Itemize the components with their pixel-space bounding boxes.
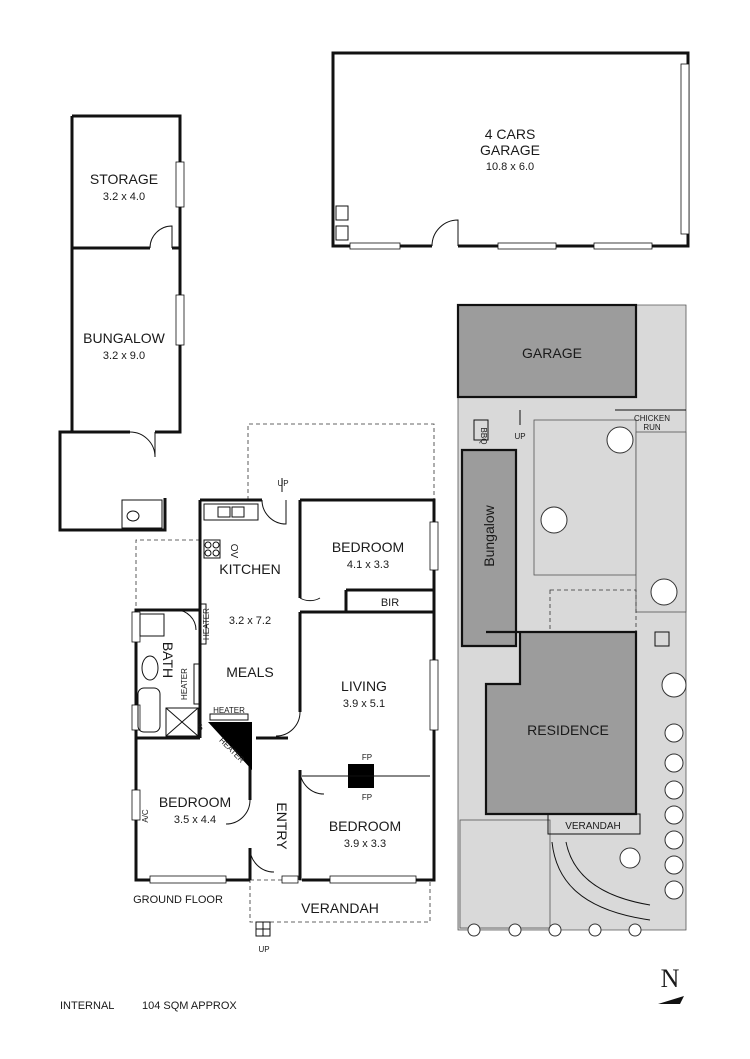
bedroom1-dims: 4.1 x 3.3	[347, 559, 389, 571]
area-caption: 104 SQM APPROX	[142, 1000, 237, 1012]
shower-label: S	[197, 723, 202, 732]
garage4-label-1: 4 CARS	[485, 126, 536, 142]
site-up-label: UP	[514, 432, 525, 441]
bedroom3-dims: 3.9 x 3.3	[344, 838, 386, 850]
north-label: N	[661, 964, 680, 993]
verandah-label: VERANDAH	[301, 900, 379, 916]
bath-heater-label: HEATER	[180, 668, 189, 700]
storage-label: STORAGE	[90, 171, 158, 187]
bir-label: BIR	[381, 597, 399, 609]
kitchen-dims: 3.2 x 7.2	[229, 615, 271, 627]
site-garage-label: GARAGE	[522, 345, 582, 361]
ac-label: A/C	[141, 809, 150, 823]
kitchen-label: KITCHEN	[219, 561, 280, 577]
storage-dims: 3.2 x 4.0	[103, 191, 145, 203]
site-verandah-label: VERANDAH	[565, 821, 621, 832]
trees	[467, 426, 687, 937]
internal-caption: INTERNAL	[60, 1000, 114, 1012]
fireplace-label-bottom: FP	[362, 793, 372, 802]
north-arrow-icon	[658, 996, 684, 1004]
bedroom2-dims: 3.5 x 4.4	[174, 814, 216, 826]
floor-caption: GROUND FLOOR	[133, 894, 223, 906]
kitchen-heater-label: HEATER	[202, 608, 211, 640]
site-bungalow-label: Bungalow	[481, 504, 497, 566]
residence-label: RESIDENCE	[527, 722, 609, 738]
bedroom2-label: BEDROOM	[159, 794, 231, 810]
bath-label: BATH	[160, 642, 176, 678]
meals-heater-label: HEATER	[213, 706, 245, 715]
oven-label: OV	[228, 544, 239, 559]
four-car-garage	[331, 51, 690, 250]
front-up-label: UP	[258, 945, 269, 954]
living-dims: 3.9 x 5.1	[343, 698, 385, 710]
rear-up-label: UP	[277, 479, 288, 488]
bungalow-label: BUNGALOW	[83, 330, 165, 346]
fireplace-label-top: FP	[362, 753, 372, 762]
garage4-label-2: GARAGE	[480, 142, 540, 158]
entry-label: ENTRY	[274, 802, 290, 850]
storage-bungalow-building	[58, 114, 185, 532]
bedroom1-label: BEDROOM	[332, 539, 404, 555]
living-label: LIVING	[341, 678, 387, 694]
meals-label: MEALS	[226, 664, 273, 680]
bbq-label: BBQ	[479, 428, 488, 445]
chicken-run-label-2: RUN	[643, 423, 661, 432]
chicken-run-label-1: CHICKEN	[634, 414, 670, 423]
bedroom3-label: BEDROOM	[329, 818, 401, 834]
main-house	[131, 423, 439, 937]
bungalow-dims: 3.2 x 9.0	[103, 350, 145, 362]
site-plan	[456, 303, 687, 937]
garage4-dims: 10.8 x 6.0	[486, 161, 534, 173]
